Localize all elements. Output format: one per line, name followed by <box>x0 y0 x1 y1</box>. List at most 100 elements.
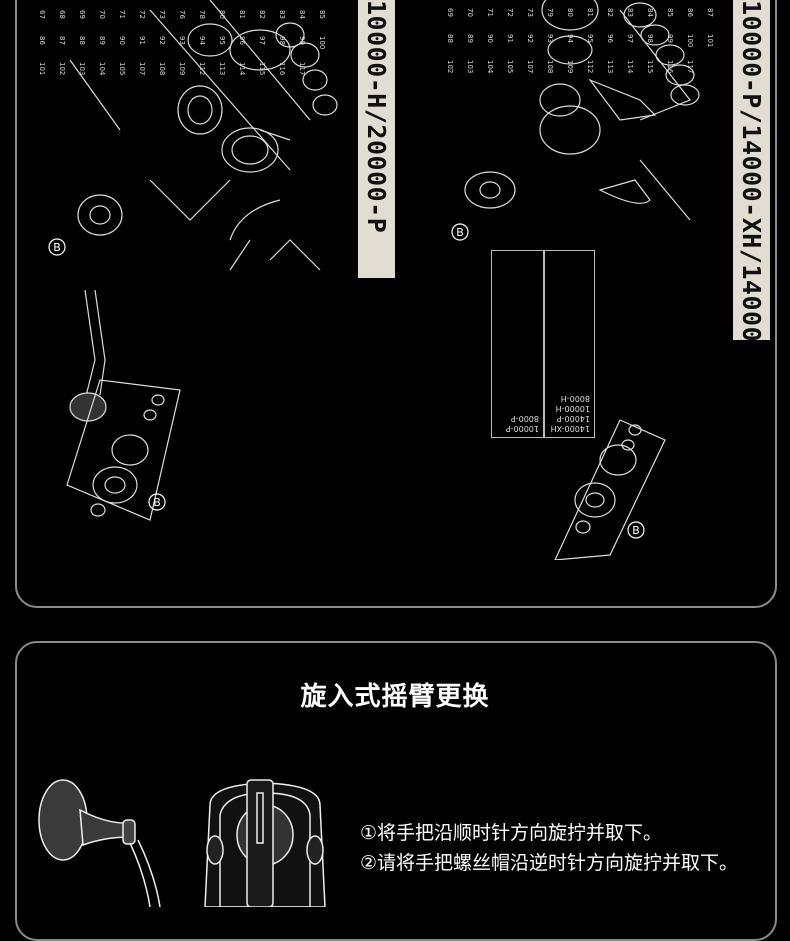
variant-label: 14000-XH <box>550 424 590 433</box>
handle-variant-box-b: 14000-XH 14000-P 10000-H 8000-H <box>544 250 595 438</box>
part-number-label: 102 <box>58 62 66 75</box>
part-number-label: 114 <box>626 60 634 74</box>
part-number-label: 116 <box>666 60 674 74</box>
part-number-label: 69 <box>446 8 454 17</box>
part-number-label: 104 <box>98 62 106 76</box>
part-number-label: 100 <box>318 36 326 49</box>
part-number-label: 83 <box>278 10 286 19</box>
exploded-diagram-left: 67 68 69 70 71 72 73 76 78 80 81 82 83 84 85 86 87 88 89 90… <box>38 0 338 521</box>
part-number-label: 98 <box>278 36 286 45</box>
part-number-label: 85 <box>318 10 326 19</box>
part-number-label: 70 <box>98 10 106 19</box>
section-title: 旋入式摇臂更换 <box>300 682 490 712</box>
part-number-label: 99 <box>298 36 306 45</box>
part-number-label: 103 <box>466 60 474 73</box>
part-number-label: 84 <box>646 8 654 17</box>
part-number-label: 113 <box>606 60 614 73</box>
part-number-label: 89 <box>98 36 106 45</box>
model-label-left: 10000-H/20000-P <box>358 0 395 278</box>
part-number-label: 67 <box>38 10 46 19</box>
part-number-label: 80 <box>218 10 226 19</box>
part-number-label: 98 <box>646 34 654 43</box>
part-number-label: 104 <box>486 60 494 74</box>
part-number-label: 117 <box>686 60 694 73</box>
part-number-label: 84 <box>298 10 306 19</box>
part-number-label: 91 <box>138 36 146 45</box>
part-number-label: 88 <box>78 36 86 45</box>
reel-illustration <box>38 779 326 907</box>
variant-label: 8000-H <box>560 394 590 403</box>
part-number-label: 107 <box>526 60 534 73</box>
callout-letter: B <box>632 524 640 537</box>
part-number-label: 70 <box>466 8 474 17</box>
part-number-label: 97 <box>258 36 266 45</box>
part-number-label: 72 <box>506 8 514 17</box>
part-number-label: 76 <box>178 10 186 19</box>
variant-label: 14000-P <box>556 414 590 423</box>
part-number-label: 93 <box>178 36 186 45</box>
model-label-right: 10000-P/14000-XH/14000-P <box>733 0 770 340</box>
part-number-label: 82 <box>606 8 614 17</box>
part-number-label: 80 <box>566 8 574 17</box>
part-number-label: 86 <box>38 36 46 45</box>
part-number-label: 93 <box>546 34 554 43</box>
part-number-label: 92 <box>158 36 166 45</box>
part-number-label: 105 <box>506 60 514 73</box>
part-number-label: 94 <box>566 34 574 43</box>
handle-variant-box-a: 10000-P 8000-P <box>491 250 544 438</box>
part-number-label: 71 <box>486 8 494 17</box>
part-number-label: 90 <box>486 34 494 43</box>
part-number-label: 82 <box>258 10 266 19</box>
part-number-label: 85 <box>666 8 674 17</box>
instruction-step-2: ②请将手把螺丝帽沿逆时针方向旋拧并取下。 <box>360 852 739 874</box>
part-number-label: 89 <box>466 34 474 43</box>
part-number-label: 87 <box>58 36 66 45</box>
callout-letter: B <box>456 226 464 239</box>
part-number-label: 107 <box>138 62 146 75</box>
exploded-diagram-panel <box>15 0 777 608</box>
instruction-step-1: ①将手把沿顺时针方向旋拧并取下。 <box>360 822 663 844</box>
part-number-label: 87 <box>706 8 714 17</box>
variant-label: 8000-P <box>510 414 539 423</box>
part-number-label: 95 <box>218 36 226 45</box>
part-number-label: 102 <box>446 60 454 73</box>
part-number-label: 112 <box>586 60 594 73</box>
callout-letter: B <box>153 496 161 509</box>
part-number-label: 108 <box>158 62 166 75</box>
part-number-label: 115 <box>646 60 654 73</box>
part-number-label: 90 <box>118 36 126 45</box>
part-number-label: 116 <box>278 62 286 76</box>
part-number-label: 94 <box>198 36 206 45</box>
part-number-label: 91 <box>506 34 514 43</box>
part-number-label: 117 <box>298 62 306 75</box>
part-number-label: 101 <box>706 34 714 47</box>
part-number-label: 108 <box>546 60 554 73</box>
part-number-label: 71 <box>118 10 126 19</box>
part-number-label: 105 <box>118 62 126 75</box>
part-number-label: 114 <box>238 62 246 76</box>
part-number-label: 113 <box>218 62 226 75</box>
part-number-label: 112 <box>198 62 206 75</box>
variant-label: 10000-P <box>505 424 539 433</box>
part-number-label: 83 <box>626 8 634 17</box>
part-number-label: 92 <box>526 34 534 43</box>
part-number-label: 103 <box>78 62 86 75</box>
part-number-label: 68 <box>58 10 66 19</box>
part-number-label: 81 <box>238 10 246 19</box>
part-number-label: 73 <box>158 10 166 19</box>
part-number-label: 99 <box>666 34 674 43</box>
part-number-label: 78 <box>198 10 206 19</box>
part-number-label: 96 <box>606 34 614 43</box>
variant-label: 10000-H <box>555 404 590 413</box>
part-number-label: 72 <box>138 10 146 19</box>
part-number-label: 109 <box>566 60 574 73</box>
part-number-label: 100 <box>686 34 694 47</box>
part-number-label: 81 <box>586 8 594 17</box>
part-number-label: 69 <box>78 10 86 19</box>
part-number-label: 115 <box>258 62 266 75</box>
part-number-label: 88 <box>446 34 454 43</box>
callout-letter: B <box>53 241 61 254</box>
part-number-label: 86 <box>686 8 694 17</box>
part-number-label: 97 <box>626 34 634 43</box>
part-number-label: 101 <box>38 62 46 75</box>
